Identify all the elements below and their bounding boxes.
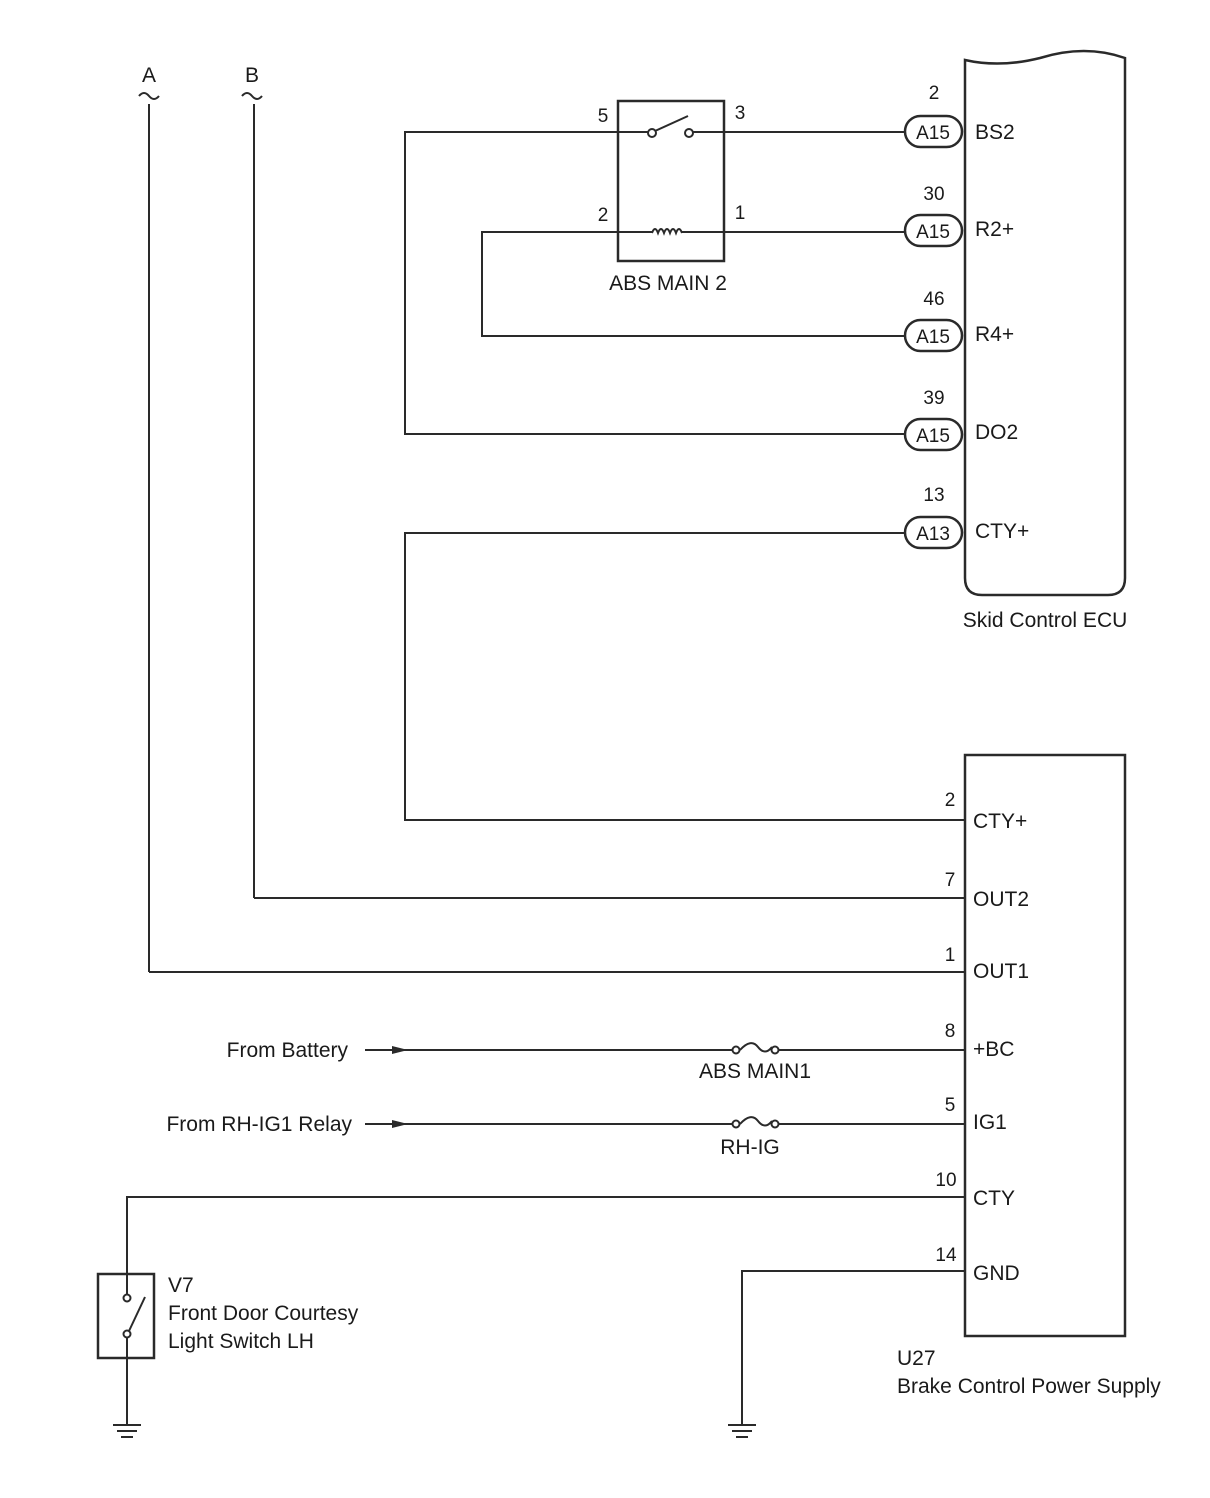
ground-icon xyxy=(728,1424,756,1438)
source-rh-ig1-label: From RH-IG1 Relay xyxy=(166,1113,352,1136)
ecu-terminal-bs2: 2 A15 BS2 xyxy=(903,83,1015,149)
fuse-abs-main1-label: ABS MAIN1 xyxy=(699,1060,811,1083)
brake-control-power-supply: U27 Brake Control Power Supply xyxy=(897,753,1161,1398)
arrow-icon xyxy=(392,1120,408,1128)
connector-label: A15 xyxy=(916,426,950,447)
fuse-terminal xyxy=(770,1045,780,1055)
relay-body xyxy=(616,99,726,263)
ps-pin: 8 xyxy=(945,1021,956,1042)
ecu-terminal-label: CTY+ xyxy=(975,520,1029,543)
wire-relay5-do2 xyxy=(404,131,905,435)
door-switch-line1: Front Door Courtesy xyxy=(168,1302,359,1325)
ps-terminal-cty: 10 CTY xyxy=(935,1170,1015,1210)
ps-terminal-label: OUT1 xyxy=(973,960,1029,983)
gnd-circuit xyxy=(728,1270,965,1438)
abs-main-2-relay: 5 3 2 1 ABS MAIN 2 xyxy=(598,99,746,295)
connector-label: A15 xyxy=(916,123,950,144)
relay-name: ABS MAIN 2 xyxy=(609,272,727,295)
source-battery: From Battery ABS MAIN1 xyxy=(227,1039,965,1083)
ecu-pin-cty-plus: 13 xyxy=(923,485,944,506)
ecu-pin-bs2: 2 xyxy=(929,83,940,104)
power-supply-code: U27 xyxy=(897,1347,936,1370)
ps-terminal-gnd: 14 GND xyxy=(935,1245,1019,1285)
ps-terminal-label: GND xyxy=(973,1262,1020,1285)
relay-coil xyxy=(651,228,683,236)
door-switch-circuit: V7 Front Door Courtesy Light Switch LH xyxy=(96,1196,965,1438)
ecu-pin-r4: 46 xyxy=(923,289,944,310)
relay-wiring xyxy=(404,131,965,821)
door-switch-line2: Light Switch LH xyxy=(168,1330,314,1353)
offpage-ref-b-label: B xyxy=(245,64,259,87)
ecu-terminal-label: R2+ xyxy=(975,218,1014,241)
fuse-icon xyxy=(739,1116,773,1127)
fuse-icon xyxy=(739,1042,773,1053)
ecu-terminal-do2: 39 A15 DO2 xyxy=(903,388,1018,452)
offpage-ref-a-label: A xyxy=(142,64,156,87)
offpage-ref-b: B xyxy=(241,64,965,899)
ps-terminal-out2: 7 OUT2 xyxy=(945,870,1029,911)
switch-contact xyxy=(122,1293,132,1303)
ps-terminal-bc: 8 +BC xyxy=(945,1021,1015,1061)
ps-terminal-cty-plus: 2 CTY+ xyxy=(945,790,1028,833)
fuse-rh-ig-label: RH-IG xyxy=(720,1136,780,1159)
ground-icon xyxy=(113,1424,141,1438)
wire-relay2-r4 xyxy=(481,231,905,337)
ps-pin: 7 xyxy=(945,870,956,891)
arrow-icon xyxy=(392,1046,408,1054)
source-battery-label: From Battery xyxy=(227,1039,349,1062)
ps-pin: 5 xyxy=(945,1095,956,1116)
fuse-terminal xyxy=(770,1119,780,1129)
connector-label: A15 xyxy=(916,327,950,348)
connector-a15-r2 xyxy=(903,213,964,248)
relay-pin-2: 2 xyxy=(598,205,609,226)
ecu-terminal-label: DO2 xyxy=(975,421,1018,444)
ecu-terminal-label: R4+ xyxy=(975,323,1014,346)
ps-pin: 1 xyxy=(945,945,956,966)
wire-gnd xyxy=(741,1270,965,1425)
ps-pin: 10 xyxy=(935,1170,956,1191)
relay-pin-5: 5 xyxy=(598,106,609,127)
fuse-terminal xyxy=(731,1119,741,1129)
ecu-pin-do2: 39 xyxy=(923,388,944,409)
relay-pin-1: 1 xyxy=(735,203,746,224)
switch-contact xyxy=(122,1329,132,1339)
offpage-break-b xyxy=(241,92,263,100)
offpage-break-a xyxy=(138,92,160,100)
ps-terminal-label: IG1 xyxy=(973,1111,1007,1134)
relay-pin-3: 3 xyxy=(735,103,746,124)
ps-terminal-label: OUT2 xyxy=(973,888,1029,911)
ps-pin: 14 xyxy=(935,1245,957,1266)
skid-control-ecu: Skid Control ECU xyxy=(963,49,1128,632)
connector-label: A13 xyxy=(916,524,950,545)
skid-ecu-body xyxy=(963,49,1127,597)
door-switch-code: V7 xyxy=(168,1274,194,1297)
ps-terminal-out1: 1 OUT1 xyxy=(945,945,1029,983)
ps-terminal-ig1: 5 IG1 xyxy=(945,1095,1007,1134)
switch-blade xyxy=(128,1296,146,1332)
source-rh-ig1-relay: From RH-IG1 Relay RH-IG xyxy=(166,1113,965,1159)
wire-cty-plus xyxy=(404,532,965,821)
fuse-terminal xyxy=(731,1045,741,1055)
ecu-pin-r2: 30 xyxy=(923,184,944,205)
relay-switch-blade xyxy=(654,115,689,132)
wire-cty-door-switch xyxy=(126,1196,965,1274)
ecu-terminal-label: BS2 xyxy=(975,121,1015,144)
ecu-terminal-cty-plus: 13 A13 CTY+ xyxy=(903,485,1029,550)
skid-ecu-name: Skid Control ECU xyxy=(963,609,1128,632)
ps-pin: 2 xyxy=(945,790,956,811)
ecu-terminal-r2: 30 A15 R2+ xyxy=(903,184,1014,248)
ps-terminal-label: +BC xyxy=(973,1038,1014,1061)
ecu-terminal-r4: 46 A15 R4+ xyxy=(903,289,1014,353)
connector-label: A15 xyxy=(916,222,950,243)
power-supply-body xyxy=(963,753,1127,1338)
power-supply-name: Brake Control Power Supply xyxy=(897,1375,1161,1398)
offpage-ref-a: A xyxy=(138,64,965,973)
relay-contact-right xyxy=(684,128,694,138)
ps-terminal-label: CTY xyxy=(973,1187,1015,1210)
ps-terminal-label: CTY+ xyxy=(973,810,1027,833)
